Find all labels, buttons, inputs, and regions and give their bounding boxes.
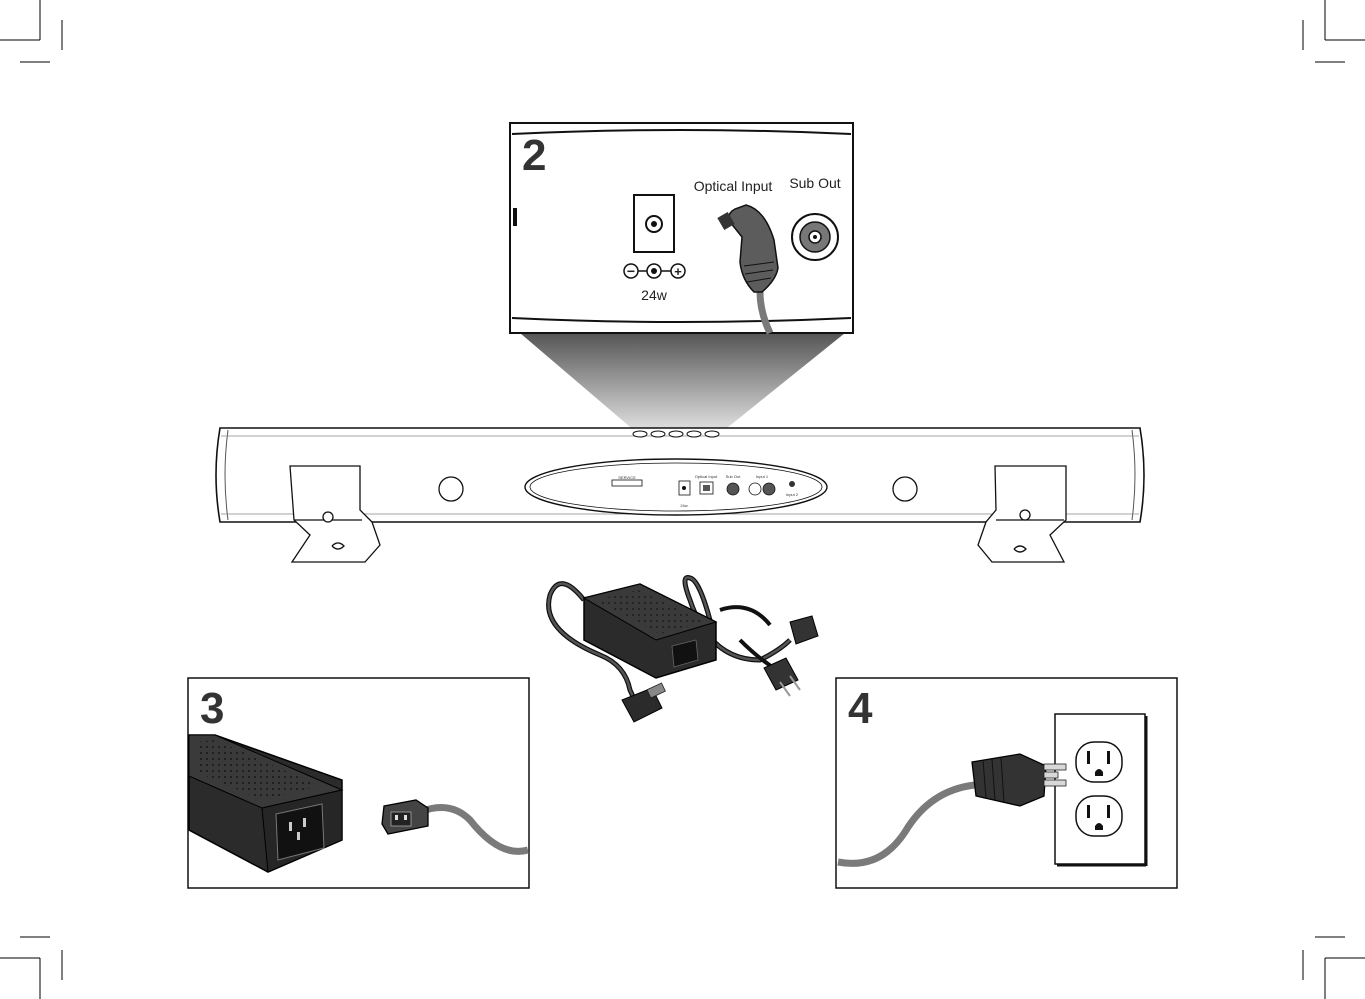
wall-outlet-icon (1054, 713, 1148, 867)
crop-mark-icon (0, 936, 63, 999)
mounting-bracket-icon (977, 465, 1067, 563)
sub-out-label: Sub Out (789, 175, 840, 191)
dc-jack-icon (633, 194, 675, 253)
step-4-panel: 4 (835, 677, 1178, 889)
step-3-number: 3 (200, 684, 224, 733)
step-4-number: 4 (848, 684, 873, 733)
power-adapter-icon (546, 575, 819, 723)
mount-hole-icon (892, 476, 918, 502)
zoom-projection (520, 333, 845, 432)
step-3-panel: 3 (187, 677, 530, 889)
polarity-plus: + (674, 264, 682, 279)
polarity-icon: − + (623, 263, 686, 279)
step-2-number: 2 (522, 131, 546, 180)
optical-plug-icon (717, 204, 779, 335)
power-label: 24w (641, 287, 668, 303)
power-adapter-icon (188, 734, 344, 873)
us-plug-icon (837, 753, 1067, 867)
soundbar-rear-panel: SERVICE 24w Optical Input Sub Out Input … (524, 458, 828, 516)
crop-mark-icon (1302, 936, 1365, 999)
crop-mark-icon (1302, 0, 1365, 63)
soundbar-buttons (632, 430, 720, 438)
mount-hole-icon (438, 476, 464, 502)
panel-input1-label: Input 1 (756, 474, 769, 479)
service-port-label: SERVICE (618, 475, 636, 480)
mounting-bracket-icon (289, 465, 381, 563)
soundbar: SERVICE 24w Optical Input Sub Out Input … (215, 427, 1145, 563)
step-2-panel: 2 − + 24w Optical Input Sub Out (509, 122, 854, 335)
polarity-minus: − (627, 263, 635, 279)
panel-power-label: 24w (680, 503, 687, 508)
panel-input2-label: Input 2 (786, 492, 799, 497)
panel-optical-label: Optical Input (695, 474, 718, 479)
optical-input-label: Optical Input (694, 178, 773, 194)
rca-jack-icon (791, 213, 839, 261)
panel-sub-out-label: Sub Out (726, 474, 742, 479)
iec-plug-icon (381, 799, 529, 855)
crop-mark-icon (0, 0, 63, 63)
